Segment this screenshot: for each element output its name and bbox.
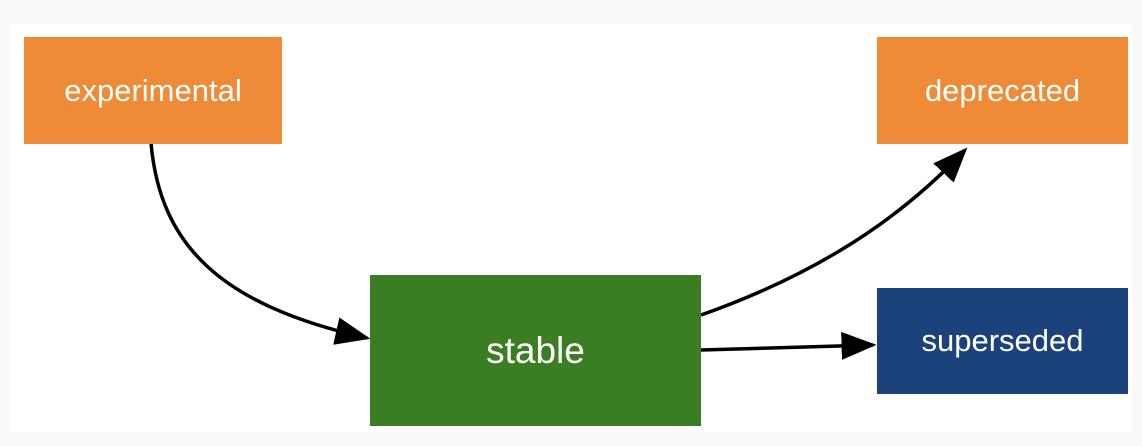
node-stable: stable (370, 275, 701, 426)
edge-stable-to-superseded (700, 331, 877, 360)
edge-experimental-to-stable (149, 142, 371, 345)
node-superseded: superseded (877, 288, 1128, 394)
node-experimental: experimental (24, 37, 282, 144)
canvas-border-left (0, 0, 10, 446)
canvas-border-right (1132, 0, 1142, 446)
node-deprecated-label: deprecated (924, 72, 1081, 108)
node-experimental-label: experimental (64, 72, 242, 108)
edge-stable-to-deprecated (700, 147, 968, 317)
node-stable-label: stable (486, 329, 585, 371)
node-superseded-label: superseded (921, 323, 1084, 358)
node-deprecated: deprecated (877, 37, 1128, 144)
canvas-border-bottom (0, 432, 1142, 446)
canvas-border-top (0, 0, 1142, 24)
